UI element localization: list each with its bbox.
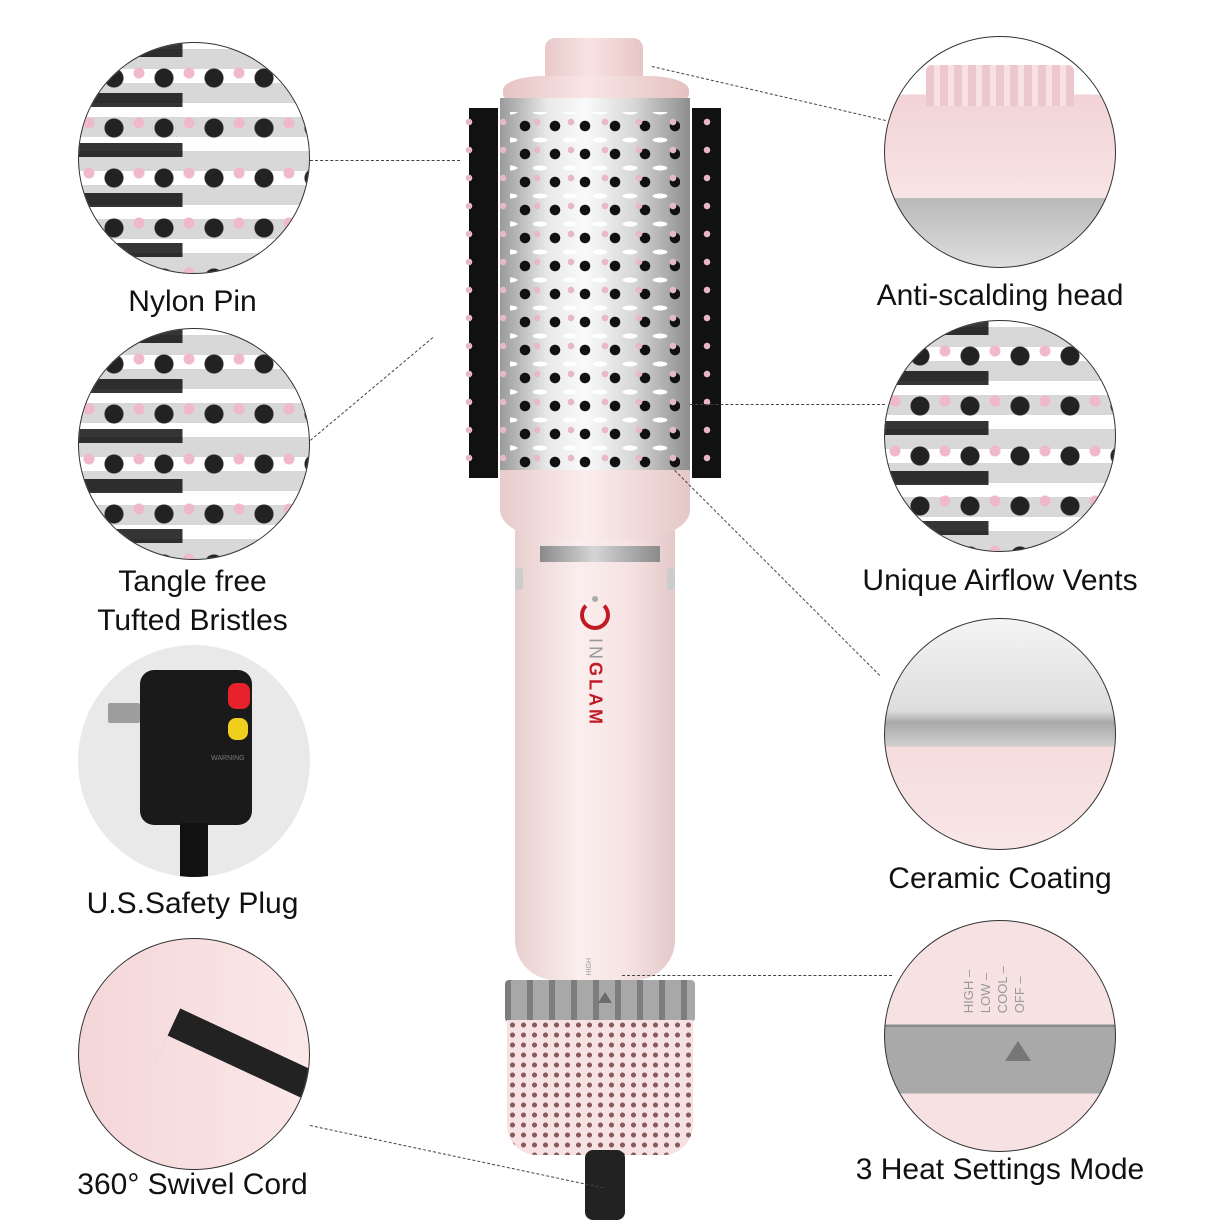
- brand-logo: INGLAM: [580, 596, 610, 727]
- bristles: [452, 108, 738, 478]
- plug-warning-text: WARNING: [211, 755, 245, 762]
- release-button-left: [515, 568, 523, 590]
- tufted-bristles-label-1: Tangle free: [118, 565, 267, 598]
- airflow-vents-label: Unique Airflow Vents: [862, 564, 1138, 597]
- dial-arrow-icon: [598, 992, 612, 1003]
- release-button-right: [667, 568, 675, 590]
- heat-settings-circle: HIGH – LOW – COOL – OFF –: [884, 920, 1116, 1152]
- tufted-bristles-label-2: Tufted Bristles: [97, 604, 288, 637]
- plug-cord: [180, 823, 208, 877]
- release-ring: [540, 546, 660, 562]
- logo-mark-icon: [580, 596, 610, 630]
- swivel-cord-shape: [142, 1008, 309, 1169]
- anti-scalding-circle: [884, 36, 1116, 268]
- test-button-icon: [228, 718, 248, 740]
- brush-handle: [515, 480, 675, 980]
- leader-nylon-pin: [310, 160, 460, 161]
- nylon-pin-label: Nylon Pin: [128, 285, 257, 318]
- brand-name: INGLAM: [585, 638, 606, 727]
- power-cord: [585, 1150, 625, 1220]
- tufted-bristles-circle: [78, 328, 310, 560]
- swivel-cord-label: 360° Swivel Cord: [77, 1168, 308, 1201]
- anti-scalding-label: Anti-scalding head: [876, 279, 1124, 312]
- dial-settings-text: HIGH: [586, 958, 593, 976]
- safety-plug-label: U.S.Safety Plug: [86, 887, 299, 920]
- swivel-cord-circle: [78, 938, 310, 1170]
- safety-plug-circle: WARNING: [78, 645, 310, 877]
- nylon-pin-circle: [78, 42, 310, 274]
- reset-button-icon: [228, 683, 250, 709]
- barrel-collar: [500, 470, 690, 540]
- ceramic-coating-label: Ceramic Coating: [888, 862, 1112, 895]
- dial-arrow-icon: [1005, 1041, 1031, 1061]
- airflow-vents-circle: [884, 320, 1116, 552]
- ceramic-coating-circle: [884, 618, 1116, 850]
- leader-heat: [622, 975, 892, 976]
- leader-vents: [690, 404, 885, 405]
- air-intake-vent: [507, 1020, 693, 1155]
- heat-settings-label: 3 Heat Settings Mode: [855, 1153, 1145, 1186]
- plug-prong: [108, 703, 140, 723]
- heat-settings-text: HIGH – LOW – COOL – OFF –: [961, 966, 1027, 1014]
